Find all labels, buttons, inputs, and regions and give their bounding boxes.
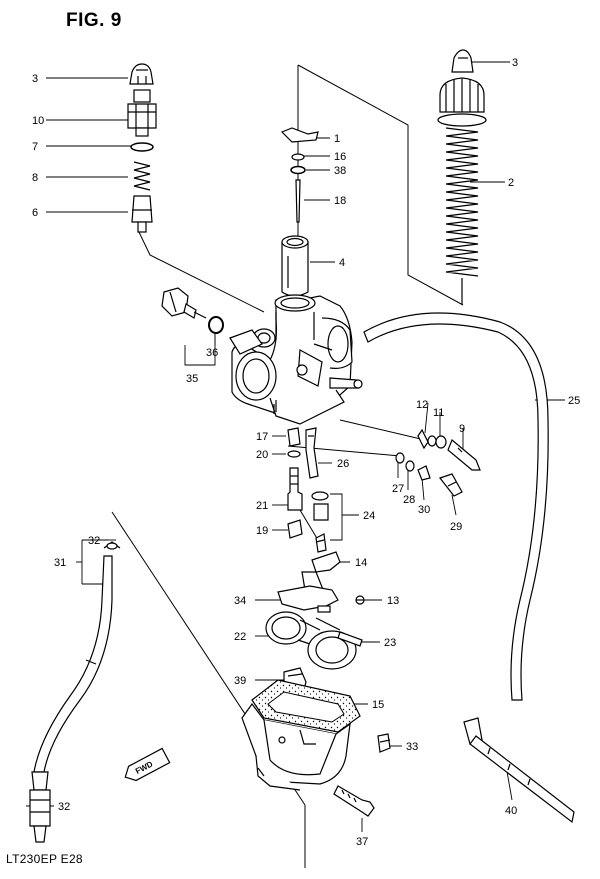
part-drain-screw [333,785,375,817]
part-cable-strap [463,717,575,824]
callout-37: 37 [356,836,368,848]
callout-36: 36 [206,347,218,359]
callout-13: 14 [355,557,367,569]
part-starter-plunger [161,287,207,319]
model-code: LT230EP E28 [6,852,83,866]
figure-title: FIG. 9 [66,10,122,31]
part-pilot-screw-set [395,428,481,497]
callout-31: 32 [88,535,100,547]
callout-34: 34 [234,595,246,607]
callout-21: 22 [234,631,246,643]
part-ring-15 [291,153,305,161]
part-o-ring-36 [208,316,224,334]
part-cap-left [129,63,154,85]
callout-26: 27 [392,483,404,495]
part-ring-38 [290,165,306,175]
callout-11: 12 [416,399,428,411]
callout-6: 7 [32,141,38,153]
part-starter-cable [29,541,121,843]
part-float [265,611,357,670]
callout-14: 15 [372,699,384,711]
callout-29: 30 [418,504,430,516]
callout-25: 26 [337,458,349,470]
gasket-inner [267,691,345,723]
part-screw-12 [355,595,365,605]
callout-8: 10 [32,115,44,127]
part-clip [280,127,319,143]
part-cap-right [451,49,474,73]
part-float-plate [277,585,339,613]
callout-3-right: 3 [512,57,518,69]
callout-15: 16 [334,151,346,163]
callout-19: 20 [256,449,268,461]
callout-labels: 3 10 7 8 6 3 2 1 16 38 18 4 36 35 12 11 … [32,57,580,848]
part-fitting [127,89,157,137]
callout-1: 1 [334,133,340,145]
callout-4: 4 [339,257,345,269]
callout-30: 31 [54,557,66,569]
callout-3-left: 3 [32,73,38,85]
callout-12: 13 [387,595,399,607]
callout-40: 40 [505,805,517,817]
callout-7: 8 [32,172,38,184]
callout-35: 35 [186,373,198,385]
callout-33: 33 [406,741,418,753]
callout-39: 39 [234,675,246,687]
callout-18: 19 [256,525,268,537]
callout-28: 29 [450,521,462,533]
callout-10: 11 [433,407,444,419]
callout-22: 23 [384,637,396,649]
part-throttle-spring [437,77,487,305]
part-spring-small [133,161,151,191]
callout-5: 6 [32,207,38,219]
fwd-direction-badge: FWD [124,747,171,782]
part-jets [287,427,329,553]
part-float-pin [337,631,363,647]
callout-27: 28 [403,494,415,506]
part-needle-holder [131,195,153,233]
callout-20: 21 [256,500,268,512]
callout-9: 9 [459,423,465,435]
part-throttle-valve [281,235,309,297]
callout-16: 17 [256,431,268,443]
part-washer [130,142,154,152]
part-float-bowl [241,702,351,791]
part-vent-hose [363,312,549,701]
callout-32: 32 [58,801,70,813]
part-screw-33 [377,733,391,753]
callout-24: 25 [568,395,580,407]
carburetor-body [229,294,363,425]
callout-38: 38 [334,165,346,177]
callout-17: 18 [334,195,346,207]
callout-23: 24 [363,510,375,522]
callout-2: 2 [508,177,514,189]
part-jet-needle [295,179,301,223]
